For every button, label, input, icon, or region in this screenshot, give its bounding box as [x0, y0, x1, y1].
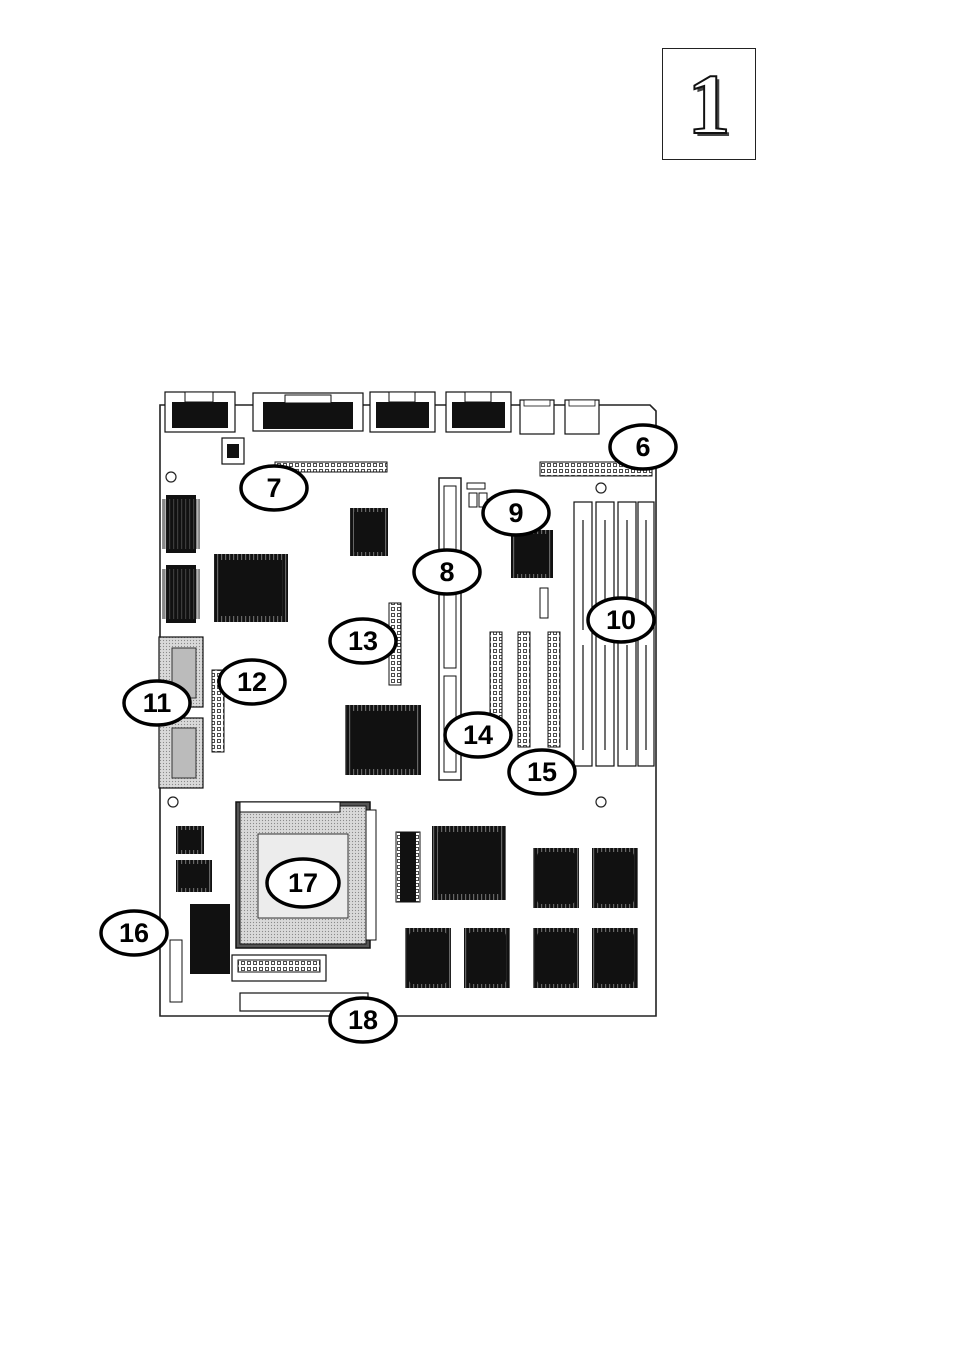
callout-label-18: 18 — [348, 1005, 378, 1035]
callout-label-14: 14 — [463, 720, 493, 750]
rear-io-connectors — [165, 392, 599, 434]
callout-10: 10 — [588, 598, 654, 642]
header-14b — [518, 632, 530, 747]
header-16 — [170, 940, 182, 1002]
callout-16: 16 — [101, 911, 167, 955]
callout-label-16: 16 — [119, 918, 149, 948]
callout-label-13: 13 — [348, 626, 378, 656]
callout-18: 18 — [330, 998, 396, 1042]
callout-label-12: 12 — [237, 667, 267, 697]
callout-label-6: 6 — [635, 432, 650, 462]
callout-7: 7 — [241, 466, 307, 510]
callout-label-10: 10 — [606, 605, 636, 635]
callout-6: 6 — [610, 425, 676, 469]
callout-8: 8 — [414, 550, 480, 594]
callout-label-11: 11 — [143, 688, 172, 718]
jumper-9 — [467, 483, 487, 507]
callout-17: 17 — [267, 859, 339, 907]
battery-jumper — [222, 438, 244, 464]
callout-label-9: 9 — [508, 498, 523, 528]
callout-12: 12 — [219, 660, 285, 704]
callout-14: 14 — [445, 713, 511, 757]
header-15 — [548, 632, 560, 747]
callout-11: 11 — [124, 681, 190, 725]
callout-13: 13 — [330, 619, 396, 663]
callout-15: 15 — [509, 750, 575, 794]
callout-label-15: 15 — [527, 757, 557, 787]
callout-9: 9 — [483, 491, 549, 535]
callout-label-8: 8 — [439, 557, 454, 587]
callout-label-7: 7 — [266, 473, 281, 503]
header-14a — [490, 632, 502, 720]
power-connector — [232, 955, 326, 981]
small-header — [540, 588, 548, 618]
callout-label-17: 17 — [288, 868, 318, 898]
